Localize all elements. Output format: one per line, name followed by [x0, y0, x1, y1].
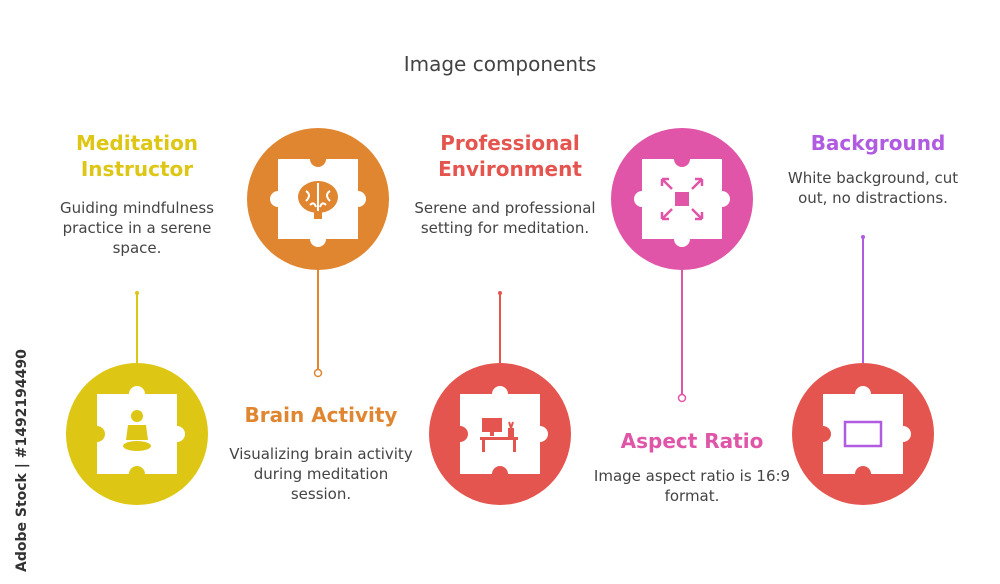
expand-arrows-icon: [660, 177, 704, 221]
connector-1: [135, 291, 139, 363]
step-desc-meditation: Guiding mindfulness practice in a serene…: [60, 199, 214, 257]
step-heading-background: Background: [810, 131, 946, 155]
connector-5: [861, 235, 865, 363]
brain-icon: [298, 181, 338, 219]
step-heading-environment: Professional Environment: [438, 131, 582, 181]
step-heading-meditation: Meditation Instructor: [75, 131, 199, 181]
rectangle-frame-icon: [843, 420, 883, 448]
step-circle-aspect: [611, 128, 753, 270]
step-desc-aspect: Image aspect ratio is 16:9 format.: [593, 467, 791, 505]
connector-2: [313, 268, 323, 378]
stock-id-label-container: Adobe Stock | #1492194490: [14, 336, 34, 572]
step-desc-environment: Serene and professional setting for medi…: [414, 199, 596, 237]
step-heading-aspect: Aspect Ratio: [620, 429, 764, 453]
connector-4: [677, 268, 687, 403]
step-circle-desk: [429, 363, 571, 505]
diagram-title: Image components: [403, 52, 597, 76]
step-desc-brain: Visualizing brain activity during medita…: [229, 445, 413, 503]
step-heading-brain: Brain Activity: [244, 403, 398, 427]
connector-3: [498, 291, 502, 363]
step-circle-background: [792, 363, 934, 505]
step-circle-brain: [247, 128, 389, 270]
step-desc-background: White background, cut out, no distractio…: [787, 169, 959, 207]
desk-computer-icon: [480, 418, 518, 452]
stock-id-label: Adobe Stock | #1492194490: [14, 349, 30, 572]
meditation-person-icon: [123, 410, 151, 451]
step-circle-meditation: [66, 363, 208, 505]
